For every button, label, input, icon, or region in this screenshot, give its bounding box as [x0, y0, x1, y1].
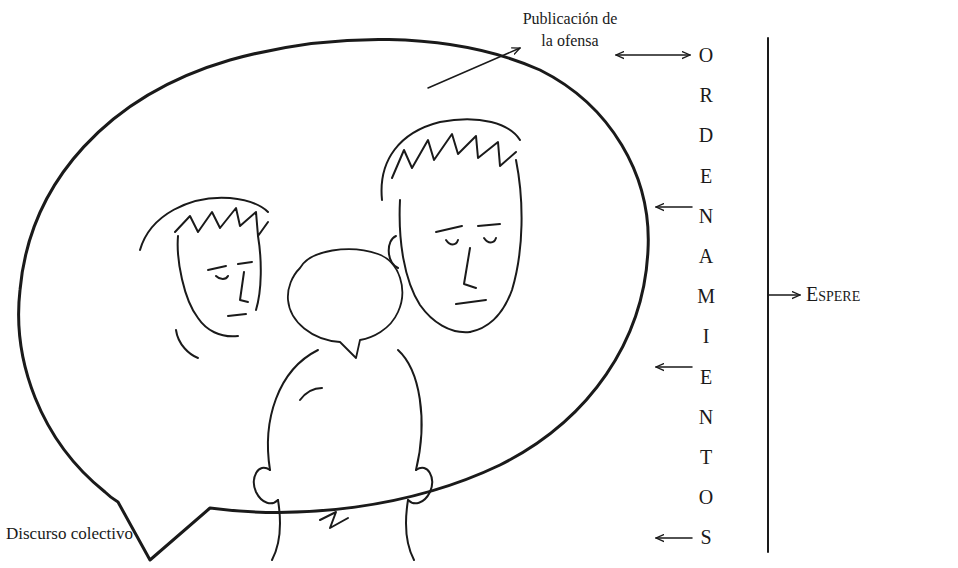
- pointer-arrow: [768, 294, 800, 296]
- caption-label: Discurso colectivo: [6, 524, 133, 544]
- callout-label: Publicación de la ofensa: [520, 8, 620, 52]
- pointer-arrow: [656, 206, 692, 208]
- listener-head: [254, 350, 432, 560]
- target-label: Espere: [806, 283, 860, 306]
- small-bubble: [288, 249, 402, 358]
- woman-face: [140, 198, 268, 358]
- pointer-arrow: [656, 366, 692, 368]
- speech-bubble: [19, 39, 649, 560]
- double-arrow: [616, 54, 690, 56]
- pointer-arrow: [428, 48, 520, 88]
- vertical-word: ORDENAMIENTOS: [697, 35, 715, 558]
- pointer-arrow: [656, 537, 692, 539]
